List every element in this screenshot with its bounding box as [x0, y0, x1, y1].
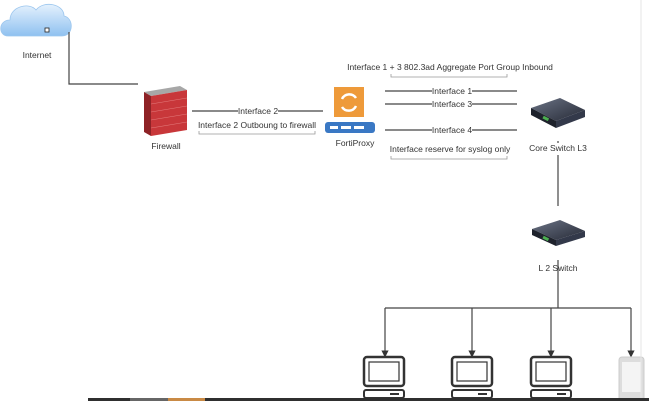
outbound-bracket: [198, 131, 316, 135]
interface-4-label: Interface 4: [432, 125, 472, 135]
computer-icon[interactable]: [450, 355, 494, 399]
aggregate-note: Interface 1 + 3 802.3ad Aggregate Port G…: [347, 62, 553, 72]
internet-label: Internet: [23, 50, 52, 60]
computer-icon[interactable]: [362, 355, 406, 399]
firewall-label: Firewall: [151, 141, 180, 151]
core-switch-label: Core Switch L3: [529, 143, 587, 153]
bottom-bar: [88, 398, 649, 401]
internet-firewall-link[interactable]: [68, 32, 138, 85]
syslog-bracket: [390, 156, 508, 160]
internet-cloud-icon[interactable]: [0, 3, 72, 37]
mobile-phone-icon[interactable]: [618, 356, 645, 401]
fortiproxy-icon[interactable]: [325, 87, 375, 133]
interface-3-label: Interface 3: [432, 99, 472, 109]
firewall-icon[interactable]: [144, 86, 188, 136]
l2-switch-icon[interactable]: [532, 220, 585, 246]
aggregate-bracket: [390, 74, 508, 78]
interface-1-label: Interface 1: [432, 86, 472, 96]
core-switch-icon[interactable]: [531, 98, 585, 128]
outbound-note: Interface 2 Outboung to firewall: [198, 120, 316, 130]
interface-2-label: Interface 2: [238, 106, 278, 116]
syslog-note: Interface reserve for syslog only: [390, 144, 511, 154]
computer-icon[interactable]: [529, 355, 573, 399]
l2-distribution-links[interactable]: [381, 260, 635, 358]
fortiproxy-label: FortiProxy: [336, 138, 375, 148]
